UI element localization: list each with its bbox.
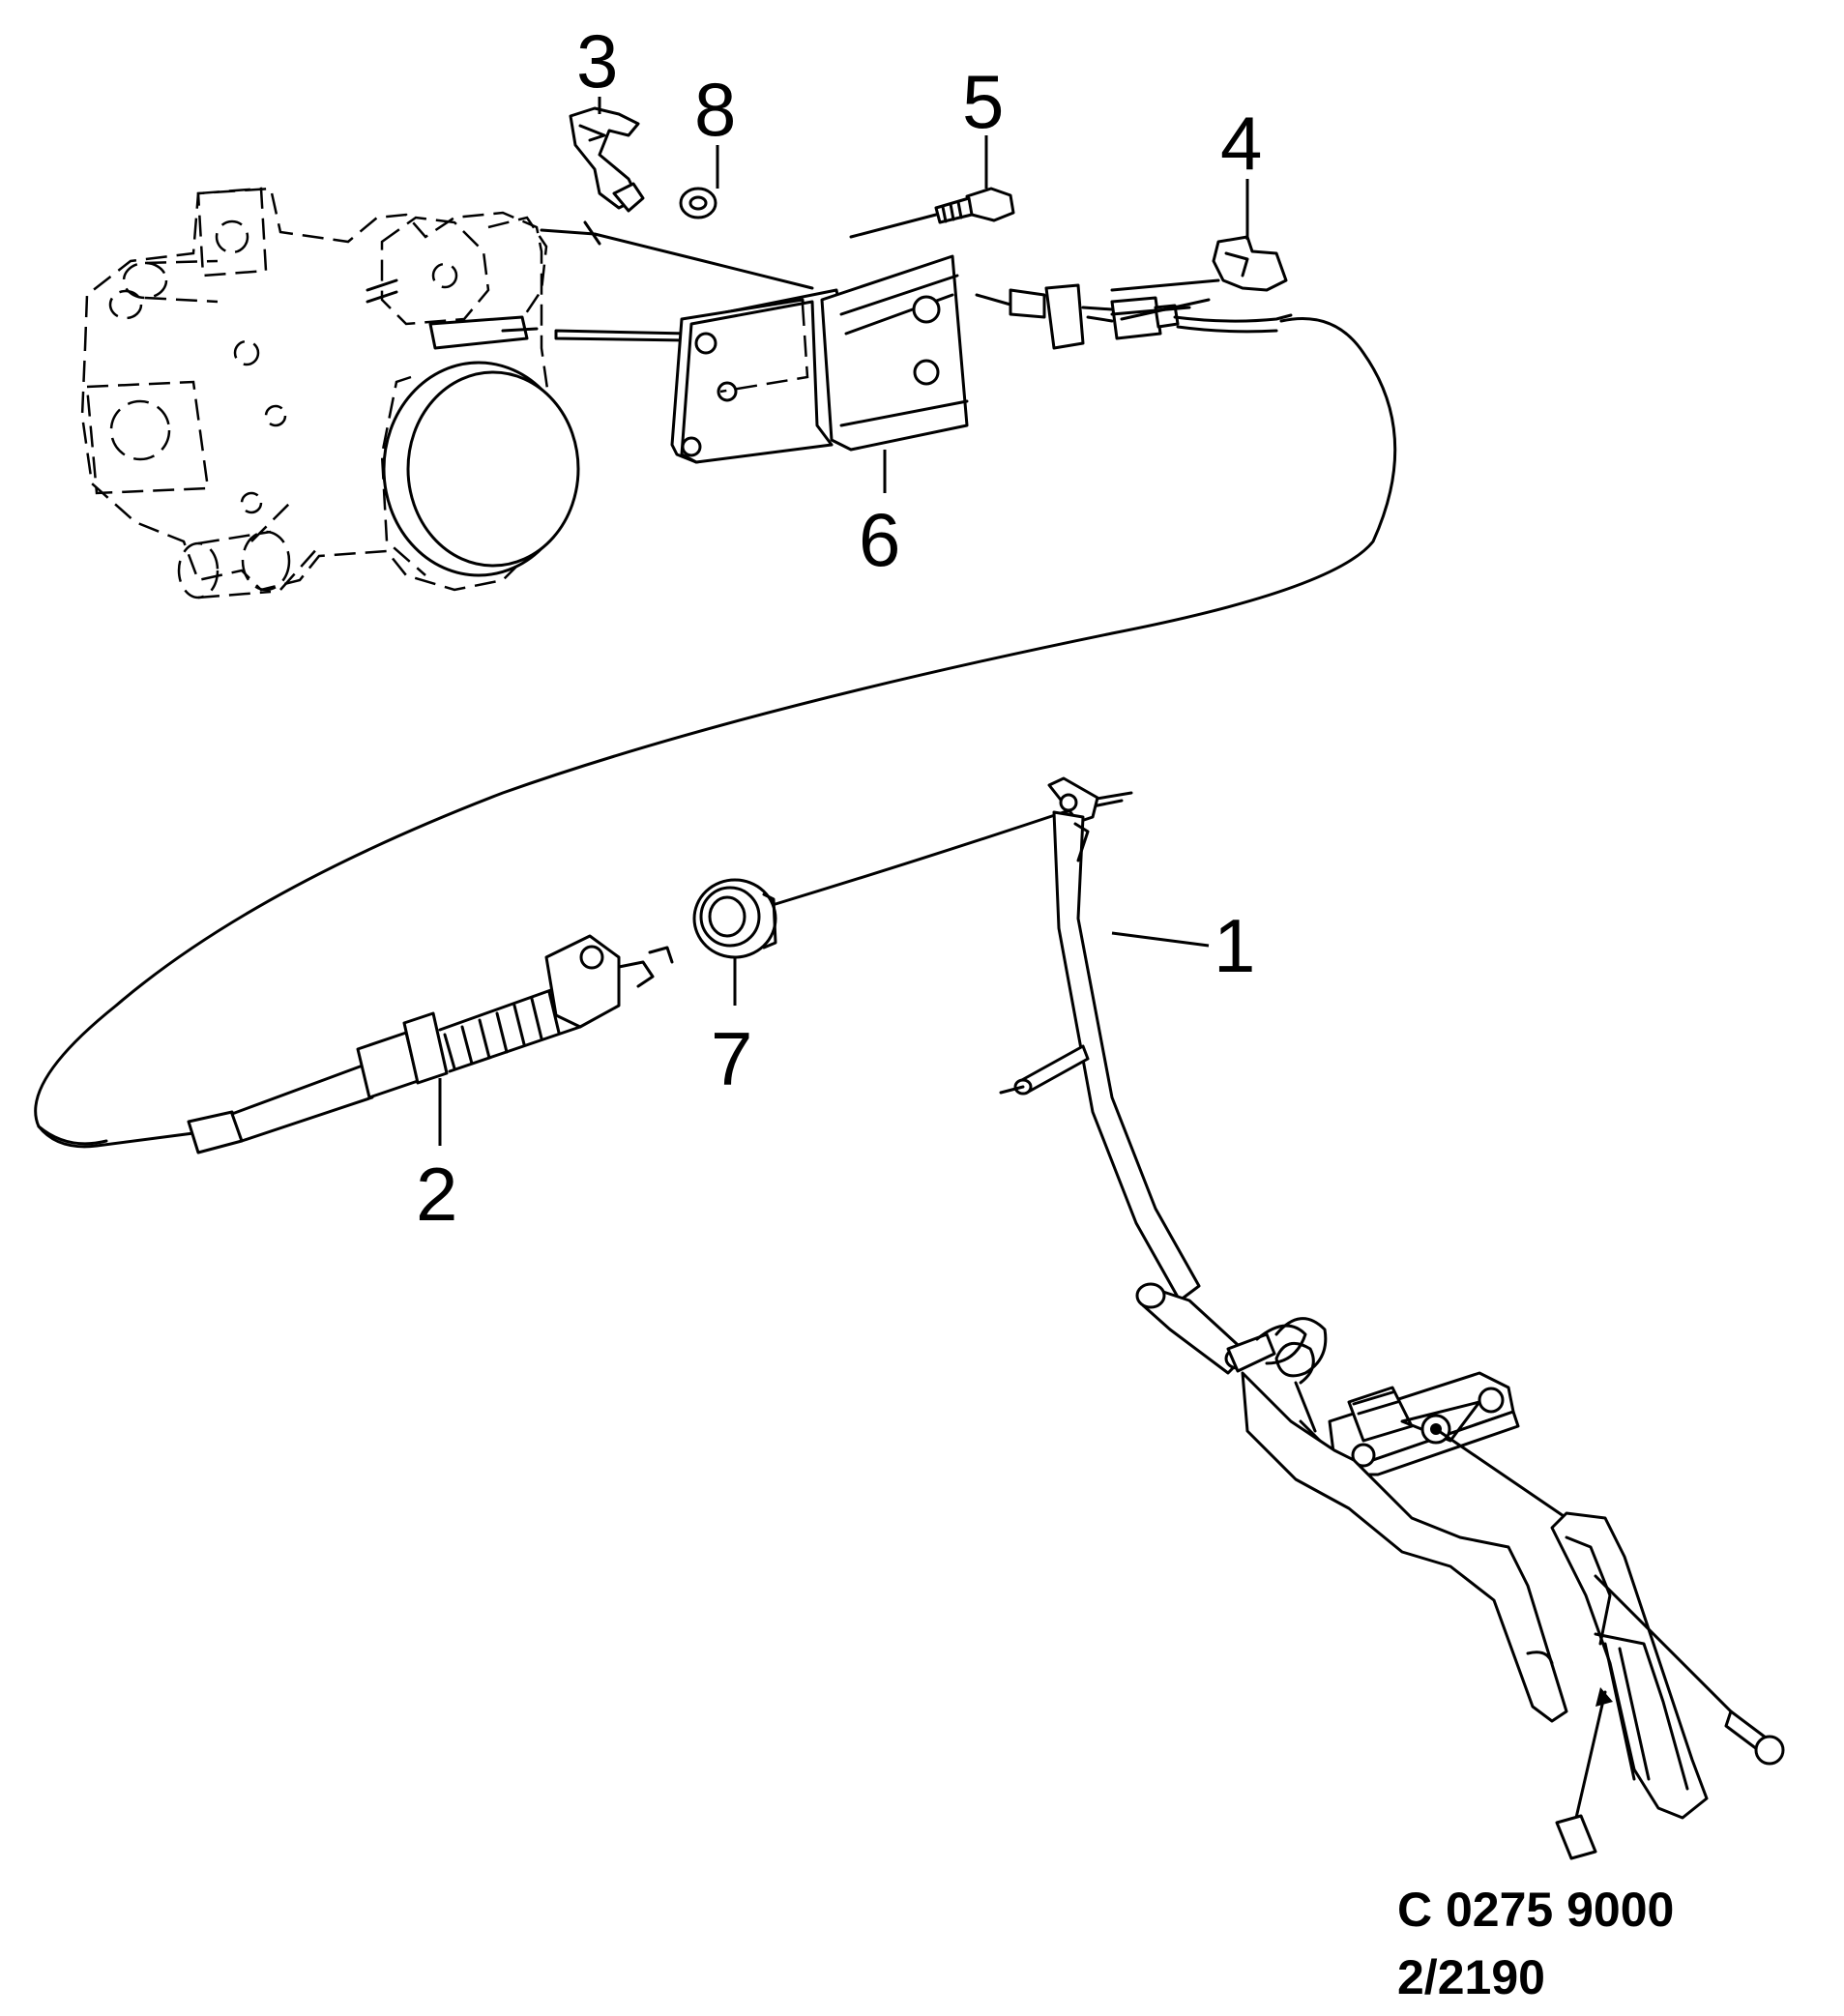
- cable-clip: [569, 106, 645, 213]
- callout-7: 7: [711, 1016, 752, 1101]
- reference-sheet: 2/2190: [1397, 1950, 1545, 2004]
- accelerator-pedal-assembly: [999, 776, 1785, 1860]
- cable-end-fitting: [975, 278, 1293, 350]
- throttle-cable: [34, 317, 1397, 1146]
- cable-bracket: [554, 254, 969, 464]
- grommet: [692, 878, 777, 959]
- callout-5: 5: [962, 59, 1004, 144]
- lock-clip: [1120, 235, 1288, 321]
- callout-1: 1: [1214, 903, 1255, 988]
- leader-1: [1111, 931, 1210, 948]
- callout-3: 3: [576, 18, 618, 103]
- bolt: [849, 187, 1015, 239]
- callout-6: 6: [859, 497, 900, 582]
- callout-2: 2: [416, 1152, 457, 1237]
- throttle-body-assembly: [80, 187, 580, 599]
- reference-code: C 0275 9000: [1397, 1883, 1675, 1937]
- callout-8: 8: [694, 67, 736, 152]
- cable-sheath-adjuster: [37, 934, 674, 1154]
- washer: [679, 187, 717, 219]
- callout-4: 4: [1220, 101, 1262, 186]
